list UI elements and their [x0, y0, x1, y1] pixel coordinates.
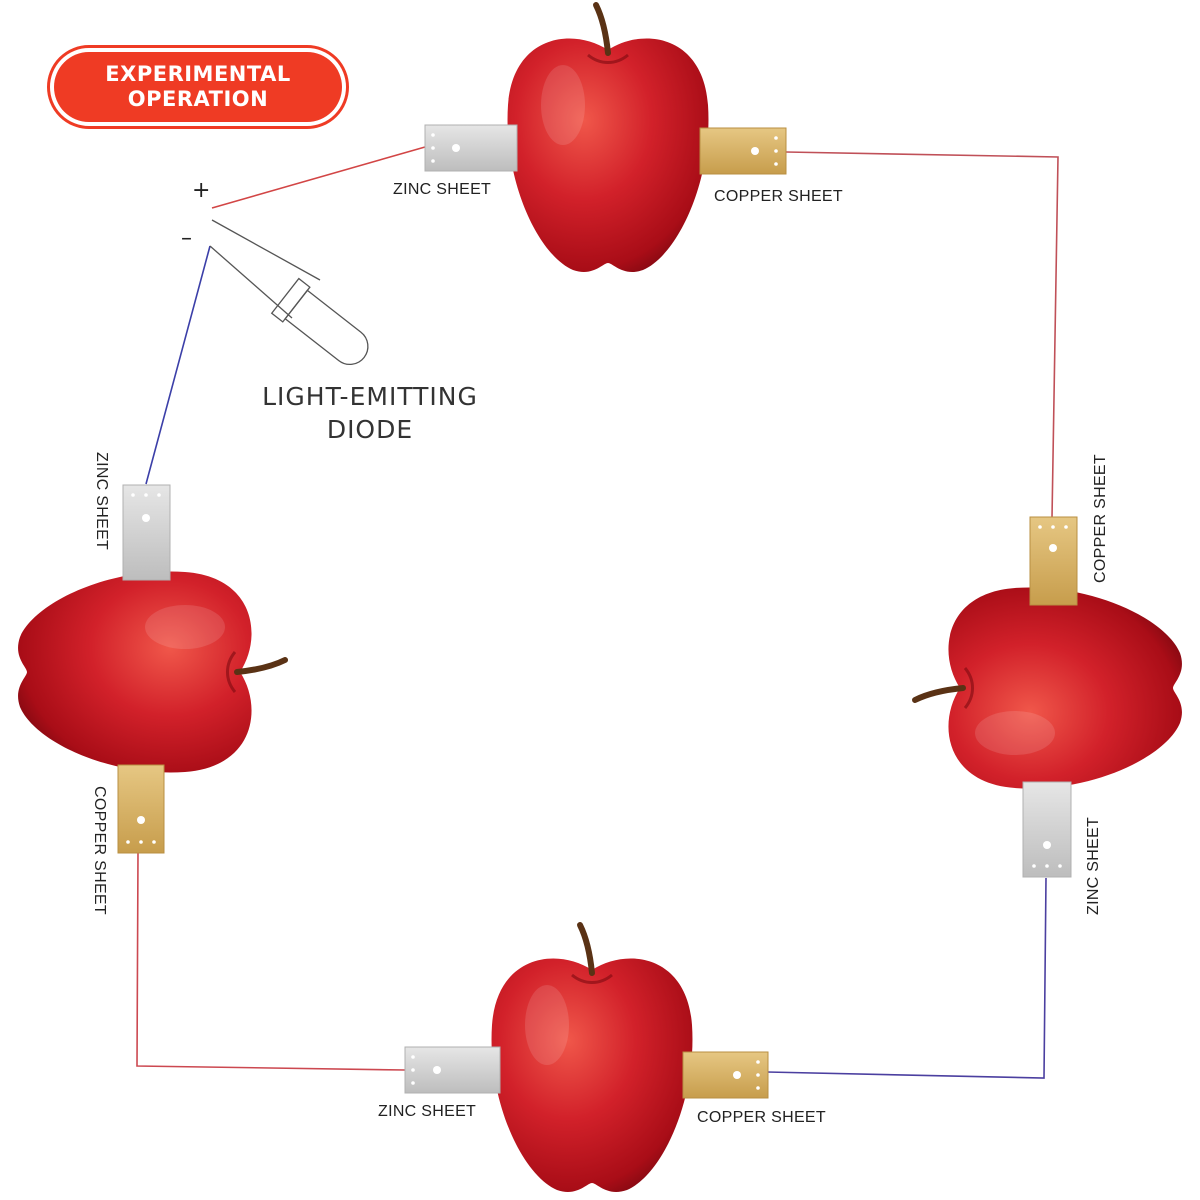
apple-bottom — [492, 925, 693, 1192]
label-right-copper: COPPER SHEET — [1092, 454, 1109, 583]
label-left-zinc: ZINC SHEET — [93, 452, 110, 551]
apple-right — [915, 588, 1182, 789]
led-icon — [209, 219, 369, 365]
label-top-zinc: ZINC SHEET — [393, 181, 492, 198]
led-minus-sign: – — [181, 226, 192, 251]
wire-right-bottom — [766, 877, 1047, 1079]
experimental-operation-badge: EXPERIMENTAL OPERATION — [47, 45, 349, 129]
zinc-sheet-bottom — [404, 1046, 501, 1094]
apple-left — [18, 572, 285, 773]
wire-led-plus — [211, 146, 426, 209]
zinc-sheet-left — [122, 484, 171, 581]
copper-sheet-left — [117, 764, 165, 854]
apple-top — [508, 5, 709, 272]
label-left-copper: COPPER SHEET — [91, 786, 108, 915]
wire-top-right — [785, 151, 1059, 519]
led-plus-sign: + — [192, 178, 211, 203]
led-label: LIGHT-EMITTING DIODE — [262, 382, 478, 444]
wire-left-led-minus — [145, 245, 211, 485]
label-right-zinc: ZINC SHEET — [1085, 816, 1102, 915]
zinc-sheet-right — [1022, 781, 1072, 878]
label-bottom-copper: COPPER SHEET — [697, 1109, 826, 1126]
copper-sheet-right — [1029, 516, 1078, 606]
copper-sheet-top — [699, 127, 787, 175]
badge-title: EXPERIMENTAL OPERATION — [105, 62, 291, 111]
label-top-copper: COPPER SHEET — [714, 188, 843, 205]
copper-sheet-bottom — [682, 1051, 769, 1099]
zinc-sheet-top — [424, 124, 518, 172]
wire-bottom-left — [136, 851, 406, 1071]
label-bottom-zinc: ZINC SHEET — [378, 1103, 477, 1120]
wires — [136, 146, 1059, 1079]
